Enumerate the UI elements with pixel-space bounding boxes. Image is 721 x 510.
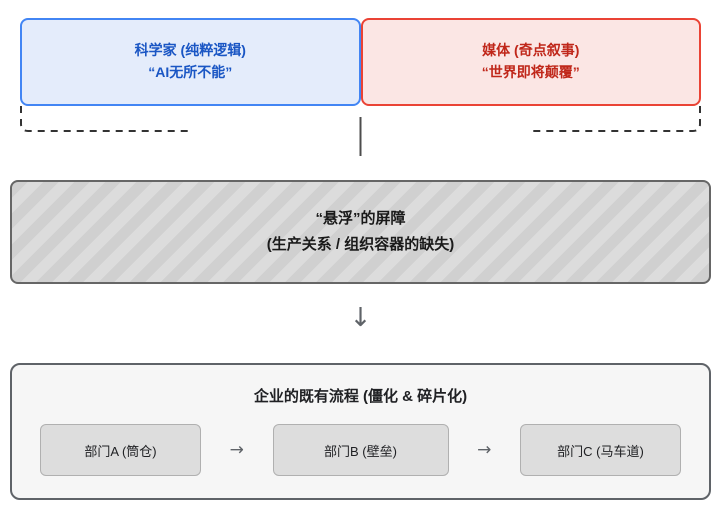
flow-arrow-icon-2: → (477, 439, 492, 460)
bracket-connector (0, 104, 721, 166)
scientist-opinion-box: 科学家 (纯粹逻辑) “AI无所不能” (20, 18, 361, 106)
department-box-a: 部门A (筒仓) (40, 424, 201, 476)
barrier-title: “悬浮”的屏障 (315, 209, 406, 227)
media-opinion-title: 媒体 (奇点叙事) (482, 42, 580, 59)
scientist-opinion-title: 科学家 (纯粹逻辑) (134, 42, 246, 59)
department-a-label: 部门A (筒仓) (84, 443, 157, 459)
down-arrow-icon: ↓ (349, 303, 372, 333)
process-panel: 企业的既有流程 (僵化 & 碎片化) 部门A (筒仓) → 部门B (壁垒) →… (10, 363, 711, 500)
department-b-label: 部门B (壁垒) (324, 443, 397, 459)
process-panel-title: 企业的既有流程 (僵化 & 碎片化) (253, 388, 468, 405)
media-opinion-box: 媒体 (奇点叙事) “世界即将颠覆” (360, 18, 701, 106)
department-flow-row: 部门A (筒仓) → 部门B (壁垒) → 部门C (马车道) (40, 424, 681, 476)
flow-arrow-icon-1: → (229, 439, 244, 460)
media-opinion-quote: “世界即将颠覆” (481, 64, 580, 80)
barrier-subtitle: (生产关系 / 组织容器的缺失) (266, 236, 455, 253)
department-c-label: 部门C (马车道) (557, 443, 644, 459)
left-dashed-bracket (20, 106, 190, 132)
bracket-connector-svg (20, 106, 701, 156)
opinion-row: 科学家 (纯粹逻辑) “AI无所不能” 媒体 (奇点叙事) “世界即将颠覆” (20, 18, 701, 106)
barrier-box: “悬浮”的屏障 (生产关系 / 组织容器的缺失) (10, 180, 711, 284)
department-box-b: 部门B (壁垒) (272, 424, 449, 476)
right-dashed-bracket (529, 106, 701, 132)
department-box-c: 部门C (马车道) (520, 424, 681, 476)
scientist-opinion-quote: “AI无所不能” (148, 64, 233, 80)
